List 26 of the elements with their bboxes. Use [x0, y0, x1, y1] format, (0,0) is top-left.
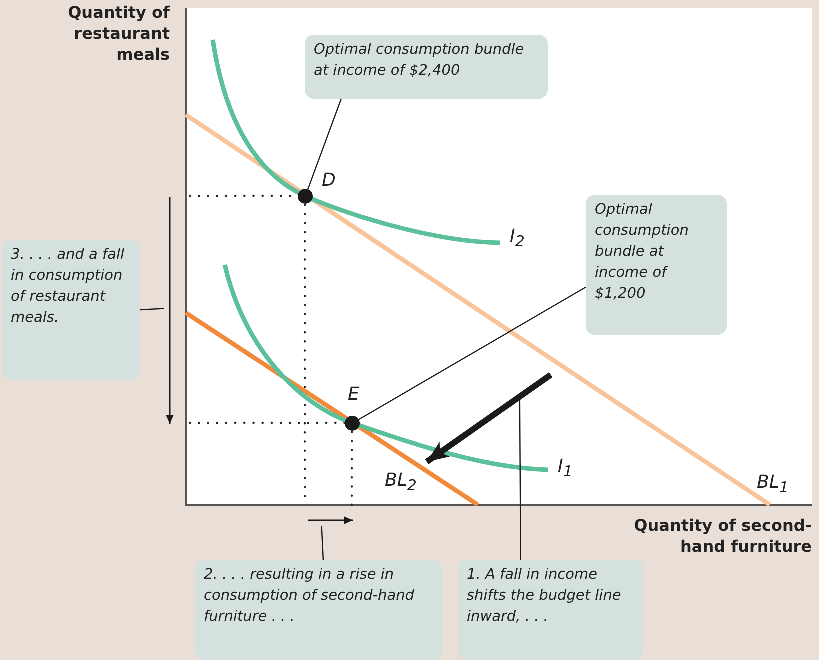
callout-text: 3. . . . and a fall in consumption of restaurant meals.	[11, 246, 126, 328]
point-label: E	[348, 384, 360, 405]
leader-line	[321, 526, 324, 560]
leader-line	[308, 98, 342, 190]
callout-text: Optimal consumption bundle at income of $2,400	[314, 41, 526, 81]
callout-box	[195, 560, 442, 660]
curve-label: BL$_{2}$	[385, 470, 417, 495]
callout-text: 2. . . . resulting in a rise in consumption of second-hand furniture . . .	[204, 566, 416, 627]
point-label: D	[322, 170, 336, 191]
leader-line	[358, 286, 586, 420]
curve-label: BL$_{1}$	[757, 472, 789, 497]
curve-label: I$_{1}$	[558, 456, 573, 481]
callout-text: 1. A fall in income shifts the budget line inward, . . .	[467, 566, 622, 627]
direction-arrow	[423, 372, 554, 465]
axis-title: Quantity of restaurant meals	[67, 2, 170, 65]
axis-title: Quantity of second-hand furniture	[633, 515, 812, 557]
direction-arrow	[308, 515, 354, 526]
callout-box	[2, 240, 140, 380]
curve-label: I$_{2}$	[510, 226, 525, 251]
leader-line	[519, 400, 522, 560]
direction-arrow	[164, 197, 176, 425]
callout-text: Optimal consumption bundle at income of $1,200	[595, 201, 690, 304]
callout-box	[586, 195, 727, 335]
callout-box	[458, 560, 643, 660]
callout-box	[305, 35, 548, 99]
leader-line	[140, 308, 164, 311]
